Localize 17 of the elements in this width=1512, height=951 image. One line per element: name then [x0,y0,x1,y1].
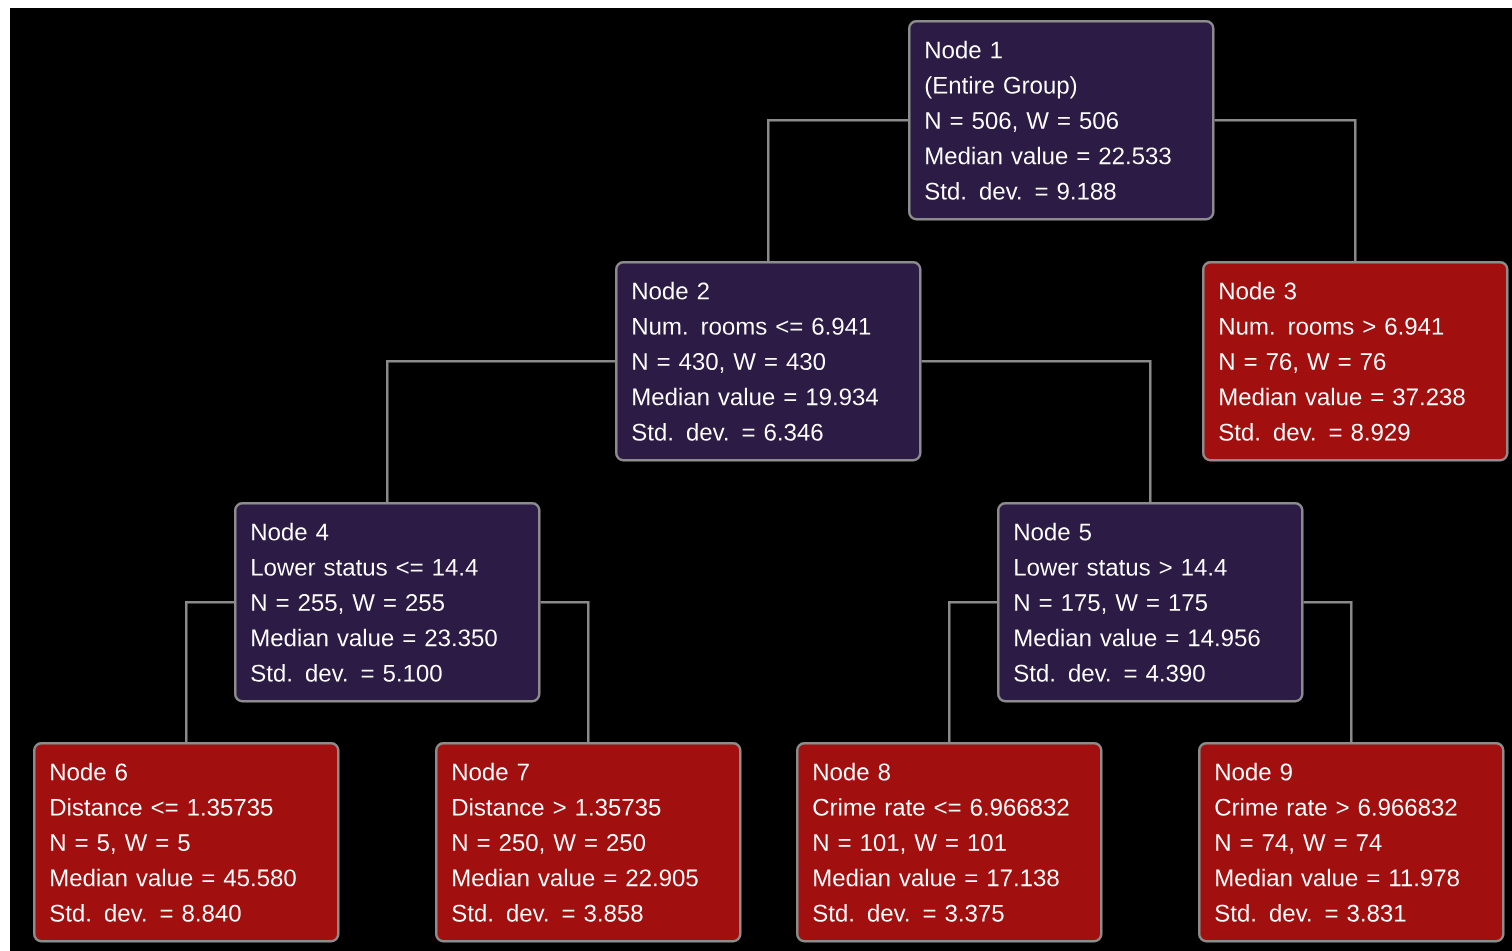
connector-line [767,119,908,261]
connector-line [1214,119,1357,261]
split-node-box: Node 2 Num. rooms <= 6.941 N = 430, W = 430 Median value = 19.934 Std. dev. = 6.346 [615,261,922,462]
leaf-node-box: Node 8 Crime rate <= 6.966832 N = 101, W = 101 Median value = 17.138 Std. dev. = 3.375 [796,742,1103,943]
split-node-box: Node 4 Lower status <= 14.4 N = 255, W = 255 Median value = 23.350 Std. dev. = 5.100 [234,502,541,703]
leaf-node-box: Node 3 Num. rooms > 6.941 N = 76, W = 76 Median value = 37.238 Std. dev. = 8.929 [1202,261,1509,462]
connector-line [948,601,997,742]
leaf-node-box: Node 9 Crime rate > 6.966832 N = 74, W = 74 Median value = 11.978 Std. dev. = 3.831 [1198,742,1505,943]
leaf-node-box: Node 6 Distance <= 1.35735 N = 5, W = 5 Median value = 45.580 Std. dev. = 8.840 [33,742,340,943]
connector-line [540,601,590,742]
split-node-box: Node 1 (Entire Group) N = 506, W = 506 Median value = 22.533 Std. dev. = 9.188 [908,20,1215,221]
split-node-box: Node 5 Lower status > 14.4 N = 175, W = 175 Median value = 14.956 Std. dev. = 4.390 [997,502,1304,703]
leaf-node-box: Node 7 Distance > 1.35735 N = 250, W = 250 Median value = 22.905 Std. dev. = 3.858 [435,742,742,943]
connector-line [386,360,615,502]
connector-line [185,601,234,742]
connector-line [921,360,1152,502]
connector-line [1303,601,1353,742]
